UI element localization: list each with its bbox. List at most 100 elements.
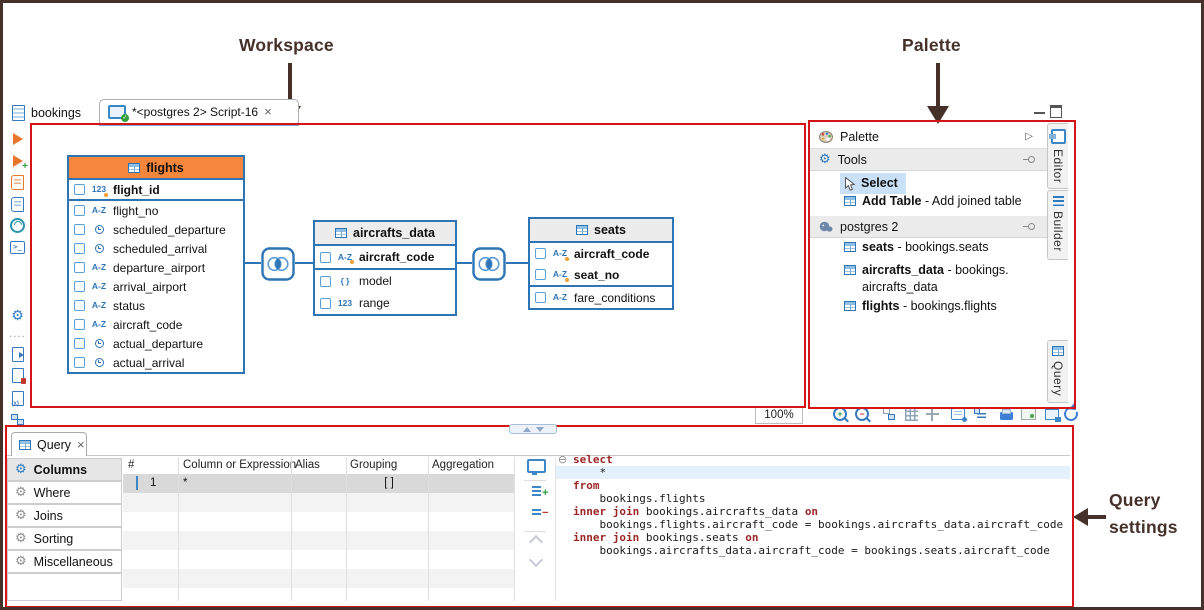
palette-db-item-aircrafts_data[interactable]: aircrafts_data - bookings.aircrafts_data — [844, 263, 1044, 296]
column-checkbox[interactable] — [535, 248, 546, 259]
side-tab-editor[interactable]: Editor — [1047, 123, 1068, 189]
fit-icon[interactable] — [922, 405, 942, 423]
collapse-block-icon[interactable]: ⊖ — [558, 453, 568, 466]
inner-join-icon[interactable] — [261, 247, 295, 281]
grid-header-1[interactable]: Column or Expression — [183, 459, 297, 471]
add-row-icon[interactable]: + — [524, 486, 549, 499]
diagram-objects-icon[interactable] — [8, 410, 27, 428]
column-checkbox[interactable] — [74, 224, 85, 235]
row-grouping[interactable]: [ ] — [384, 477, 394, 489]
column-checkbox[interactable] — [74, 281, 85, 292]
attributes-icon[interactable] — [970, 405, 990, 423]
save-image-icon[interactable] — [1018, 405, 1038, 423]
inner-join-icon[interactable] — [472, 247, 506, 281]
zoom-out-icon[interactable]: − — [852, 405, 872, 423]
close-tab-icon[interactable]: × — [77, 437, 85, 452]
column-checkbox[interactable] — [74, 357, 85, 368]
sql-line[interactable]: select — [573, 453, 613, 466]
close-tab-icon[interactable]: × — [264, 104, 272, 119]
diagram-table-header[interactable]: aircrafts_data — [315, 222, 455, 246]
sql-line[interactable]: from — [573, 479, 600, 492]
sql-line[interactable]: bookings.flights — [573, 492, 706, 505]
side-tab-query[interactable]: Query — [1047, 340, 1068, 403]
diagram-table-header[interactable]: seats — [530, 219, 672, 243]
project-label[interactable]: bookings — [31, 106, 82, 120]
sql-line[interactable]: bookings.flights.aircraft_code = booking… — [573, 518, 1064, 531]
pin-icon[interactable] — [1023, 156, 1035, 164]
query-panel-tab[interactable]: Query × — [11, 432, 87, 456]
execute-new-tab-icon[interactable]: + — [8, 152, 28, 172]
query-nav-where[interactable]: ⚙ Where — [7, 481, 122, 504]
remove-row-icon[interactable]: − — [524, 508, 549, 519]
grid-header-0[interactable]: # — [128, 459, 135, 471]
sql-line[interactable]: inner join bookings.seats on — [573, 531, 759, 544]
sql-line[interactable]: inner join bookings.aircrafts_data on — [573, 505, 819, 518]
column-divider[interactable] — [346, 457, 347, 601]
zoom-level-value[interactable]: 100% — [755, 406, 803, 424]
expand-arrow-icon[interactable]: ▷ — [1025, 131, 1033, 142]
grid-row[interactable]: 1 * [ ] — [123, 474, 515, 493]
column-divider[interactable] — [178, 457, 179, 601]
palette-tool-add-table[interactable]: Add Table - Add joined table — [844, 194, 1022, 210]
sql-line[interactable]: * — [573, 466, 607, 479]
palette-tool-select[interactable]: Select — [840, 173, 906, 194]
execute-script-icon[interactable] — [8, 173, 27, 191]
side-tab-builder[interactable]: Builder — [1047, 190, 1068, 260]
column-checkbox[interactable] — [74, 262, 85, 273]
more-icon[interactable]: ···· — [9, 332, 26, 343]
preview-icon[interactable] — [524, 459, 548, 475]
arrange-icon[interactable] — [879, 405, 899, 423]
maximize-icon[interactable] — [1050, 105, 1062, 118]
sql-console-icon[interactable]: >_ — [8, 238, 27, 256]
comments-icon[interactable] — [948, 405, 968, 423]
column-checkbox[interactable] — [535, 292, 546, 303]
column-checkbox[interactable] — [74, 338, 85, 349]
palette-db-item-flights[interactable]: flights - bookings.flights — [844, 299, 1044, 315]
move-down-icon[interactable] — [524, 552, 548, 568]
query-nav-sorting[interactable]: ⚙ Sorting — [7, 527, 122, 550]
column-checkbox[interactable] — [320, 297, 331, 309]
sql-line[interactable]: bookings.aircrafts_data.aircraft_code = … — [573, 544, 1050, 557]
column-checkbox[interactable] — [74, 205, 85, 216]
explain-plan-icon[interactable] — [8, 216, 27, 234]
grid-header-4[interactable]: Aggregation — [432, 459, 495, 471]
column-divider[interactable] — [428, 457, 429, 601]
grid-header-3[interactable]: Grouping — [350, 459, 398, 471]
refresh-icon[interactable] — [1061, 404, 1081, 424]
panel-splitter-handle[interactable] — [509, 424, 557, 434]
palette-tools-section[interactable]: ⚙ Tools — [810, 149, 1047, 171]
script-editor-tab[interactable]: *<postgres 2> Script-16 × — [99, 99, 299, 126]
pin-icon[interactable] — [1023, 223, 1035, 231]
column-checkbox[interactable] — [74, 184, 85, 195]
column-checkbox[interactable] — [74, 300, 85, 311]
column-divider[interactable] — [291, 457, 292, 601]
collapse-down-icon[interactable] — [535, 426, 544, 436]
diagram-table-header[interactable]: flights — [69, 157, 243, 180]
grid-header-2[interactable]: Alias — [295, 459, 320, 471]
export-file-icon[interactable] — [8, 345, 27, 363]
file-security-icon[interactable] — [8, 366, 27, 384]
collapse-up-icon[interactable] — [522, 423, 531, 432]
palette-database-section[interactable]: postgres 2 — [810, 216, 1047, 238]
column-checkbox[interactable] — [74, 319, 85, 330]
column-checkbox[interactable] — [74, 243, 85, 254]
row-expression[interactable]: * — [183, 477, 188, 489]
file-template-icon[interactable] — [8, 389, 27, 407]
script-icon[interactable] — [8, 195, 27, 213]
query-nav-joins[interactable]: ⚙ Joins — [7, 504, 122, 527]
minimize-icon[interactable] — [1034, 112, 1045, 114]
palette-panel-header[interactable]: Palette ▷ — [810, 126, 1047, 149]
palette-db-item-seats[interactable]: seats - bookings.seats — [844, 240, 1044, 256]
zoom-in-icon[interactable]: + — [830, 405, 850, 423]
detach-icon[interactable] — [1042, 405, 1062, 423]
query-nav-miscellaneous[interactable]: ⚙ Miscellaneous — [7, 550, 122, 573]
move-up-icon[interactable] — [524, 534, 548, 550]
execute-icon[interactable] — [8, 130, 27, 148]
print-icon[interactable] — [996, 405, 1016, 423]
settings-gear-icon[interactable]: ⚙ — [11, 308, 24, 324]
query-nav-columns[interactable]: ⚙ Columns — [7, 458, 122, 481]
column-checkbox[interactable] — [320, 275, 331, 287]
column-checkbox[interactable] — [535, 269, 546, 280]
column-checkbox[interactable] — [320, 251, 331, 263]
grid-icon[interactable] — [901, 405, 921, 423]
